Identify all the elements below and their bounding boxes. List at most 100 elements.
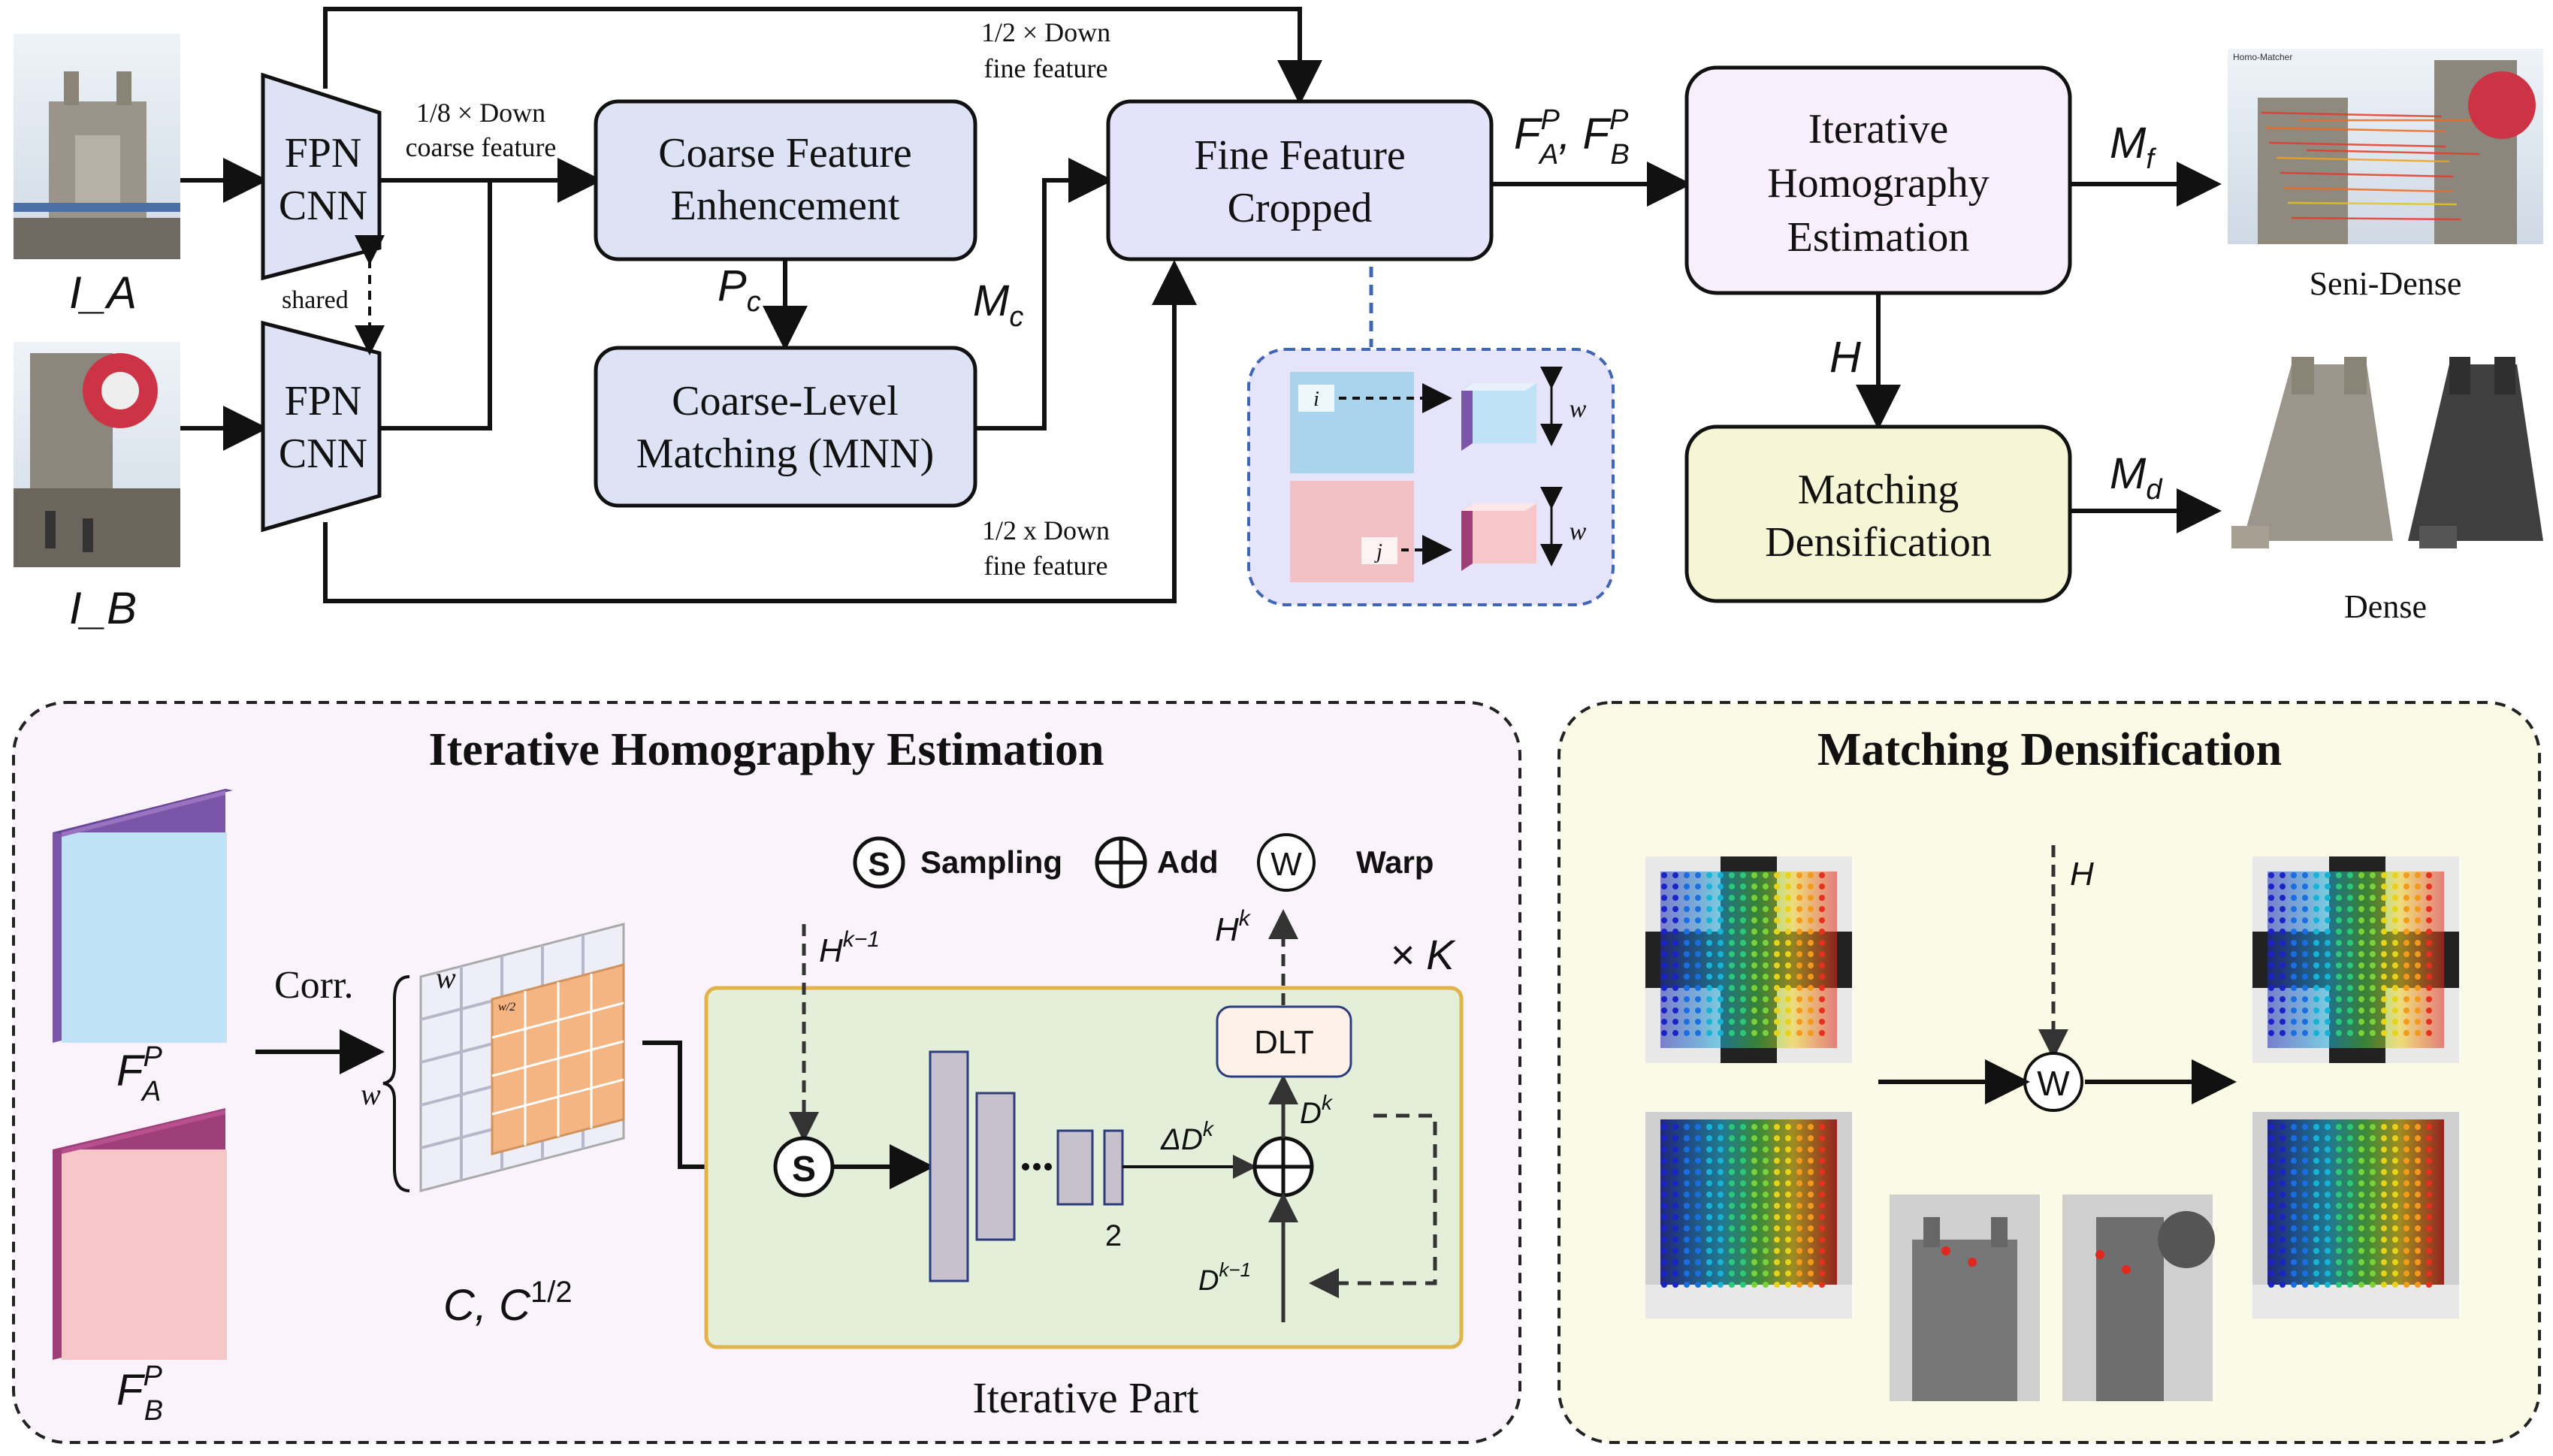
match-dot [2280, 951, 2286, 957]
match-dot [1661, 872, 1667, 878]
match-dot [1751, 929, 1757, 935]
match-dot [1819, 1259, 1825, 1265]
match-dot [2358, 906, 2364, 912]
match-dot [2291, 940, 2297, 946]
match-dot [2313, 872, 2319, 878]
match-dot [1661, 884, 1667, 890]
match-dot [1729, 1158, 1735, 1164]
match-dot [1695, 1237, 1701, 1243]
match-dot [1774, 1248, 1780, 1254]
iterative-line1: Iterative [1808, 106, 1949, 153]
match-dot [2325, 1146, 2331, 1152]
match-dot [1684, 1214, 1690, 1220]
match-dot [2291, 1259, 2297, 1265]
grid-w-top: w [436, 961, 456, 995]
match-dot [1684, 962, 1690, 968]
correlation-grid: w/2 [419, 923, 625, 1192]
match-dot [2381, 996, 2387, 1002]
match-dot [1729, 884, 1735, 890]
match-dot [1695, 895, 1701, 901]
svg-text:W: W [1270, 846, 1302, 883]
match-dot [2336, 962, 2342, 968]
match-dot [1819, 1158, 1825, 1164]
match-dot [1684, 1270, 1690, 1276]
match-dot [1695, 906, 1701, 912]
match-dot [1796, 962, 1802, 968]
match-dot [1819, 940, 1825, 946]
match-dot [1695, 1030, 1701, 1036]
match-dot [2325, 1135, 2331, 1141]
match-dot [1763, 1203, 1769, 1209]
match-dot [2291, 1192, 2297, 1198]
match-dot [1819, 895, 1825, 901]
match-dot [1796, 1146, 1802, 1152]
match-dot [1785, 1124, 1791, 1130]
match-dot [2325, 884, 2331, 890]
match-dot [1661, 1214, 1667, 1220]
match-dot [1740, 872, 1746, 878]
match-dot [2302, 1259, 2308, 1265]
match-dot [1729, 996, 1735, 1002]
match-dot [1684, 1259, 1690, 1265]
match-dot [2336, 929, 2342, 935]
gray-tower-a [1890, 1195, 2040, 1401]
match-dot [2291, 1214, 2297, 1220]
match-dot [2347, 1135, 2353, 1141]
match-dot [2392, 1270, 2398, 1276]
match-dot [2403, 1030, 2409, 1036]
match-dot [2313, 884, 2319, 890]
fpn-a-line2: CNN [279, 183, 367, 229]
match-dot [1695, 1270, 1701, 1276]
match-dot [2381, 1158, 2387, 1164]
match-dot [2426, 1203, 2432, 1209]
match-dot [1661, 1019, 1667, 1025]
match-dot [2426, 996, 2432, 1002]
match-dot [2358, 996, 2364, 1002]
match-dot [2358, 1214, 2364, 1220]
match-dot [1672, 1282, 1678, 1288]
match-dot [1763, 917, 1769, 923]
match-dot [2268, 1237, 2274, 1243]
match-dot [2280, 985, 2286, 991]
match-dot [2415, 1225, 2421, 1231]
match-dot [1751, 940, 1757, 946]
match-dot [2313, 1019, 2319, 1025]
match-dot [1796, 996, 1802, 1002]
dense-label: Dense [2344, 588, 2427, 625]
match-dot [2325, 1282, 2331, 1288]
match-dot [2370, 1270, 2376, 1276]
match-dot [1672, 1225, 1678, 1231]
match-dot [2325, 872, 2331, 878]
match-dot [2302, 1146, 2308, 1152]
match-dot [2268, 895, 2274, 901]
mc-path [975, 158, 1113, 430]
match-dot [1774, 940, 1780, 946]
match-dot [1763, 1124, 1769, 1130]
match-dot [1819, 872, 1825, 878]
match-dot [1796, 1192, 1802, 1198]
match-dot [2392, 1282, 2398, 1288]
match-dot [1695, 1169, 1701, 1175]
match-dot [1808, 940, 1814, 946]
match-dot [2280, 1203, 2286, 1209]
match-dot [2415, 1270, 2421, 1276]
match-dot [2426, 872, 2432, 878]
match-dot [1706, 1019, 1712, 1025]
match-dot [1763, 1248, 1769, 1254]
match-dot [1740, 974, 1746, 980]
match-dot [1718, 1135, 1724, 1141]
legend-add: Add [1157, 844, 1219, 880]
mc-symbol: Mc [973, 276, 1023, 333]
match-dot [2280, 1282, 2286, 1288]
match-dot [2268, 1030, 2274, 1036]
match-dot [1661, 1259, 1667, 1265]
match-dot [2325, 974, 2331, 980]
match-dot [1672, 929, 1678, 935]
match-dot [1819, 1019, 1825, 1025]
fine-down-bottom-line1: 1/2 x Down [982, 515, 1110, 545]
match-dot [1718, 872, 1724, 878]
match-dot [1796, 929, 1802, 935]
match-dot [2370, 940, 2376, 946]
match-dot [2403, 1248, 2409, 1254]
match-dot [1718, 1169, 1724, 1175]
